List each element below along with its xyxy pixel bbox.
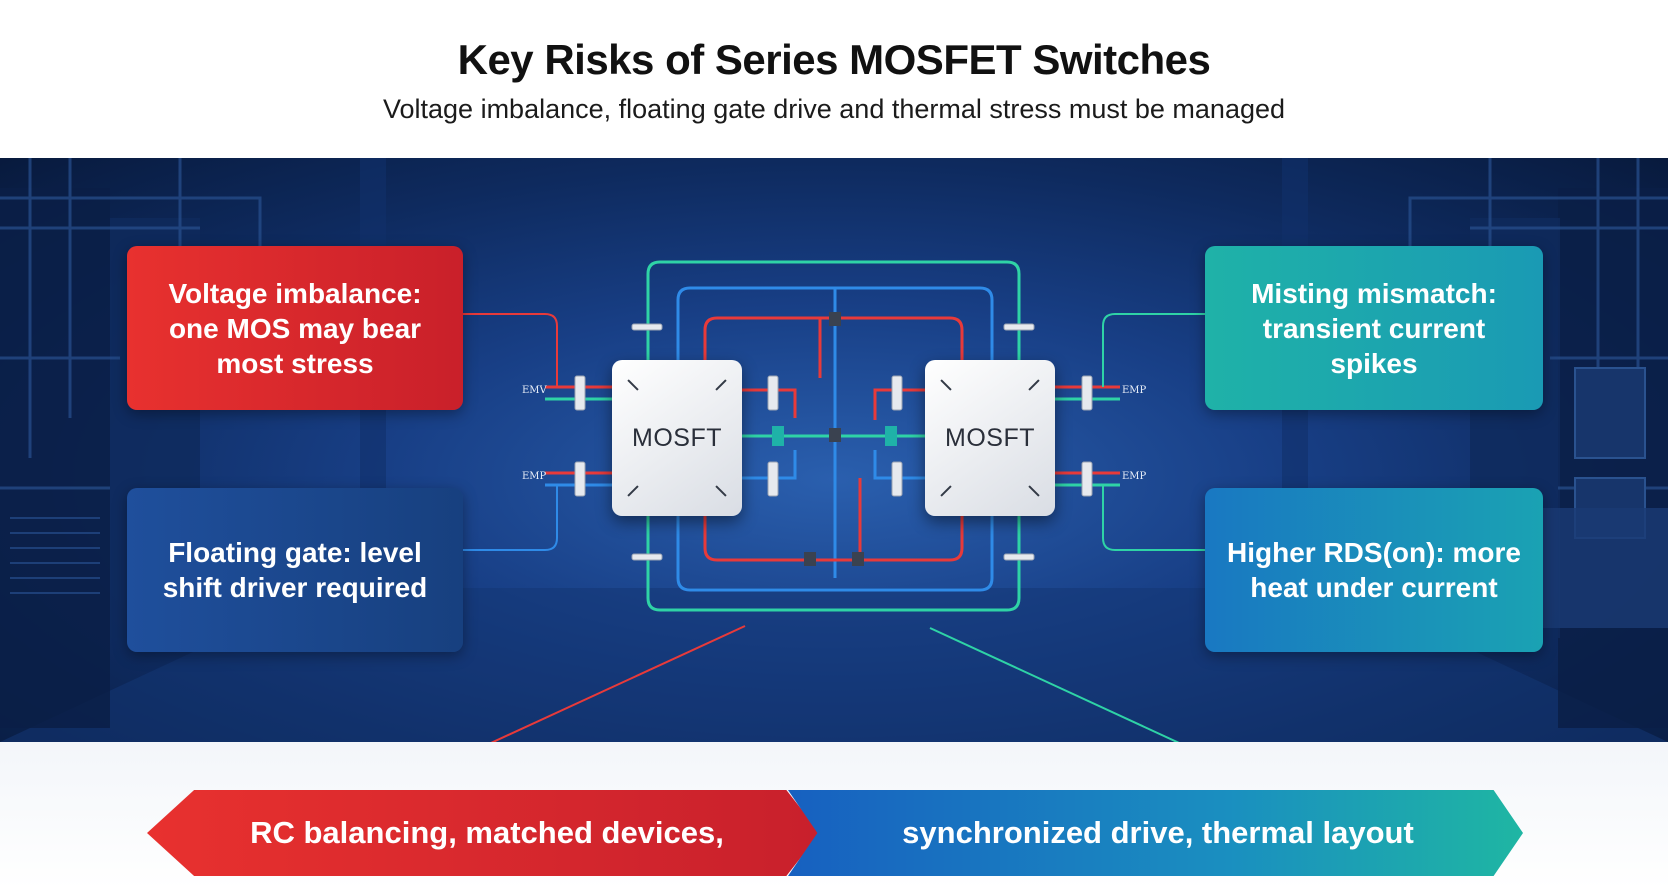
dark-blocks (804, 312, 864, 566)
pointer-red (490, 625, 746, 742)
callout-voltage-imbalance: Voltage imbalance: one MOS may bear most… (127, 246, 463, 410)
pin-label-left-top: EMV (522, 385, 547, 396)
callout-rds-on: Higher RDS(on): more heat under current (1205, 488, 1543, 652)
pin-label-left-bottom: EMP (522, 471, 547, 482)
industrial-scene: Voltage imbalance: one MOS may bear most… (0, 158, 1668, 742)
left-cabinet (0, 188, 110, 728)
teal-blocks (772, 426, 897, 446)
pin-label-right-top: EMP (1122, 385, 1147, 396)
mosfet-left-label: MOSFT (632, 423, 722, 452)
pointer-teal (929, 627, 1180, 742)
mosfet-right: MOSFT (925, 360, 1055, 516)
callout-timing-mismatch: Misting mismatch: transient current spik… (1205, 246, 1543, 410)
connector-clamps (574, 323, 1093, 561)
right-machine (1540, 508, 1668, 628)
callout-floating-gate: Floating gate: level shift driver requir… (127, 488, 463, 652)
page-subtitle: Voltage imbalance, floating gate drive a… (382, 94, 1286, 124)
callout-floating-gate-text: Floating gate: level shift driver requir… (162, 537, 428, 603)
mosfet-left: MOSFT (612, 360, 742, 516)
mosfet-right-label: MOSFT (945, 423, 1035, 452)
mitigation-band-left: RC balancing, matched devices, (147, 790, 820, 876)
mitigation-band-right: synchronized drive, thermal layout (788, 790, 1523, 876)
callout-voltage-imbalance-text: Voltage imbalance: one MOS may bear most… (168, 277, 422, 379)
pin-label-right-bottom: EMP (1122, 471, 1147, 482)
mitigation-right-text: synchronized drive, thermal layout (902, 815, 1414, 850)
page-title: Key Risks of Series MOSFET Switches (457, 36, 1211, 83)
callout-timing-mismatch-text: Misting mismatch: transient current spik… (1251, 277, 1497, 379)
mitigation-left-text: RC balancing, matched devices, (250, 815, 724, 850)
callout-rds-on-text: Higher RDS(on): more heat under current (1227, 537, 1521, 603)
header: Key Risks of Series MOSFET Switches Volt… (0, 0, 1668, 158)
right-panel (1574, 367, 1646, 459)
left-vents (10, 517, 100, 594)
